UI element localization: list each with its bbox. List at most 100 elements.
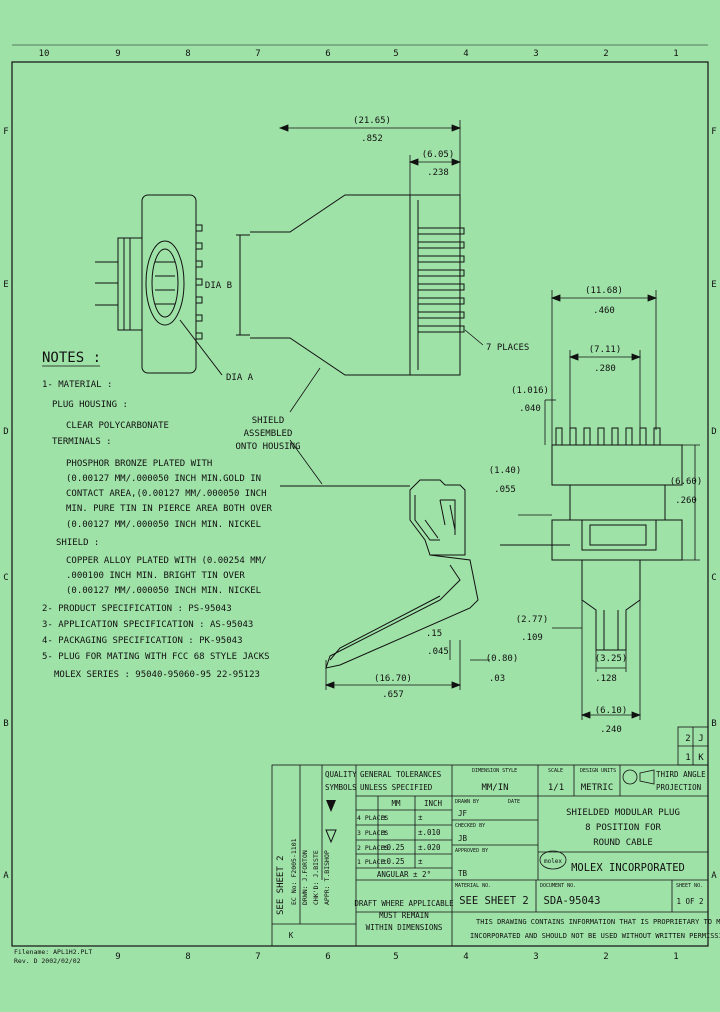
svg-text:INCH: INCH	[424, 799, 443, 808]
svg-text:MUST REMAIN: MUST REMAIN	[379, 911, 429, 920]
svg-text:SEE SHEET 2: SEE SHEET 2	[276, 855, 286, 915]
svg-text:F: F	[711, 127, 716, 137]
svg-text:Filename: APL1H2.PLT: Filename: APL1H2.PLT	[14, 948, 92, 956]
svg-text:(21.65): (21.65)	[353, 116, 391, 126]
svg-text:MATERIAL NO.: MATERIAL NO.	[455, 883, 491, 889]
col-marker: 7	[255, 49, 260, 59]
col-marker: 9	[115, 49, 120, 59]
svg-text:.852: .852	[361, 134, 383, 144]
svg-text:2: 2	[603, 952, 608, 962]
dim-front	[408, 155, 462, 195]
col-marker: 8	[185, 49, 190, 59]
svg-text:DRAWN BY: DRAWN BY	[455, 799, 479, 805]
svg-text:(6.05): (6.05)	[422, 150, 455, 160]
svg-text:2 PLACES: 2 PLACES	[357, 844, 388, 852]
dim-overall	[278, 120, 462, 195]
svg-text:±: ±	[382, 828, 387, 837]
row-markers: F E D C B A F E D C B A	[3, 127, 717, 881]
svg-text:SCALE: SCALE	[548, 768, 563, 774]
svg-text:.260: .260	[675, 496, 697, 506]
svg-text:MIN. PURE TIN IN PIERCE AREA B: MIN. PURE TIN IN PIERCE AREA BOTH OVER	[66, 504, 272, 514]
svg-text:A: A	[3, 871, 9, 881]
svg-text:THIS DRAWING CONTAINS INFORMAT: THIS DRAWING CONTAINS INFORMATION THAT I…	[476, 918, 720, 926]
svg-text:1: 1	[685, 753, 690, 763]
svg-text:TERMINALS :: TERMINALS :	[52, 437, 112, 447]
dia-b-label: DIA B	[205, 281, 232, 291]
plug-side-view	[236, 194, 465, 376]
svg-text:1/1: 1/1	[548, 783, 564, 793]
title-line-3: ROUND CABLE	[593, 838, 653, 848]
col-marker: 6	[325, 49, 330, 59]
svg-text:(3.25): (3.25)	[595, 654, 628, 664]
svg-text:JF: JF	[458, 809, 468, 818]
quality-symbol	[326, 800, 336, 812]
svg-text:(0.80): (0.80)	[486, 654, 519, 664]
svg-text:2: 2	[685, 734, 690, 744]
svg-text:(0.00127 MM/.000050 INCH MIN.G: (0.00127 MM/.000050 INCH MIN.GOLD IN	[66, 474, 261, 484]
svg-text:WITHIN DIMENSIONS: WITHIN DIMENSIONS	[366, 923, 443, 932]
svg-text:JB: JB	[458, 834, 468, 843]
svg-text:.657: .657	[382, 690, 404, 700]
svg-text:D: D	[3, 427, 8, 437]
svg-text:(6.60): (6.60)	[670, 477, 703, 487]
svg-text:Rev. D 2002/02/02: Rev. D 2002/02/02	[14, 957, 81, 965]
shield-label-3: ONTO HOUSING	[235, 442, 300, 452]
col-marker: 4	[463, 49, 468, 59]
svg-text:GENERAL TOLERANCES: GENERAL TOLERANCES	[360, 770, 442, 779]
dim-length	[324, 640, 490, 690]
svg-text:INCORPORATED AND SHOULD NOT BE: INCORPORATED AND SHOULD NOT BE USED WITH…	[470, 932, 720, 940]
svg-text:(1.40): (1.40)	[489, 466, 522, 476]
svg-text:CONTACT AREA,(0.00127 MM/.0000: CONTACT AREA,(0.00127 MM/.000050 INCH	[66, 489, 266, 499]
plug-end-view	[551, 427, 683, 651]
svg-text:SYMBOLS: SYMBOLS	[325, 783, 357, 792]
title-line-1: SHIELDED MODULAR PLUG	[566, 808, 680, 818]
svg-text:5: 5	[393, 952, 398, 962]
svg-text:DATE: DATE	[508, 799, 520, 805]
plug-front-view	[95, 194, 223, 376]
title-line-2: 8 POSITION FOR	[585, 823, 661, 833]
svg-text:EC No: F2005-1101: EC No: F2005-1101	[290, 838, 298, 905]
svg-text:B: B	[3, 719, 8, 729]
svg-text:.109: .109	[521, 633, 543, 643]
svg-text:DIMENSION STYLE: DIMENSION STYLE	[472, 768, 517, 774]
svg-text:ANGULAR ± 2°: ANGULAR ± 2°	[377, 870, 431, 879]
svg-text:MOLEX SERIES : 95040-95060-95: MOLEX SERIES : 95040-95060-95 22-95123	[54, 670, 260, 680]
quality-symbol	[325, 829, 337, 844]
svg-text:1 OF 2: 1 OF 2	[676, 897, 703, 906]
svg-text:molex: molex	[544, 858, 562, 865]
svg-text:F: F	[3, 127, 8, 137]
svg-text:CHK'D: J.BISTE: CHK'D: J.BISTE	[312, 850, 320, 905]
svg-text:APPR: T.BISHOP: APPR: T.BISHOP	[323, 850, 331, 905]
svg-text:DOCUMENT NO.: DOCUMENT NO.	[540, 883, 576, 889]
col-marker: 10	[39, 49, 50, 59]
svg-text:THIRD ANGLE: THIRD ANGLE	[656, 770, 706, 779]
svg-text:(0.00127 MM/.000050 INCH MIN.: (0.00127 MM/.000050 INCH MIN. NICKEL	[66, 520, 261, 530]
svg-text:J: J	[698, 734, 703, 744]
svg-text:B: B	[711, 719, 716, 729]
svg-text:±.020: ±.020	[418, 843, 441, 852]
svg-text:3: 3	[533, 952, 538, 962]
svg-text:.280: .280	[594, 364, 616, 374]
places-label: 7 PLACES	[486, 343, 529, 353]
svg-text:K: K	[289, 931, 294, 940]
svg-text:SHEET NO.: SHEET NO.	[676, 883, 703, 889]
svg-text:E: E	[3, 280, 8, 290]
svg-text:6: 6	[325, 952, 330, 962]
svg-text:UNLESS SPECIFIED: UNLESS SPECIFIED	[360, 783, 433, 792]
svg-text:.000100 INCH MIN. BRIGHT TIN O: .000100 INCH MIN. BRIGHT TIN OVER	[66, 571, 245, 581]
svg-text:±: ±	[418, 857, 423, 866]
svg-text:E: E	[711, 280, 716, 290]
svg-text:.128: .128	[595, 674, 617, 684]
shield-label-1: SHIELD	[252, 416, 285, 426]
svg-text:.15: .15	[426, 629, 442, 639]
svg-text:±: ±	[418, 813, 423, 822]
svg-text:DESIGN UNITS: DESIGN UNITS	[580, 768, 616, 774]
svg-text:QUALITY: QUALITY	[325, 770, 357, 779]
svg-text:METRIC: METRIC	[581, 783, 614, 793]
svg-text:(7.11): (7.11)	[589, 345, 622, 355]
company-name: MOLEX INCORPORATED	[571, 862, 685, 874]
svg-text:.045: .045	[427, 647, 449, 657]
svg-text:7: 7	[255, 952, 260, 962]
svg-text:K: K	[698, 753, 704, 763]
col-marker: 5	[393, 49, 398, 59]
